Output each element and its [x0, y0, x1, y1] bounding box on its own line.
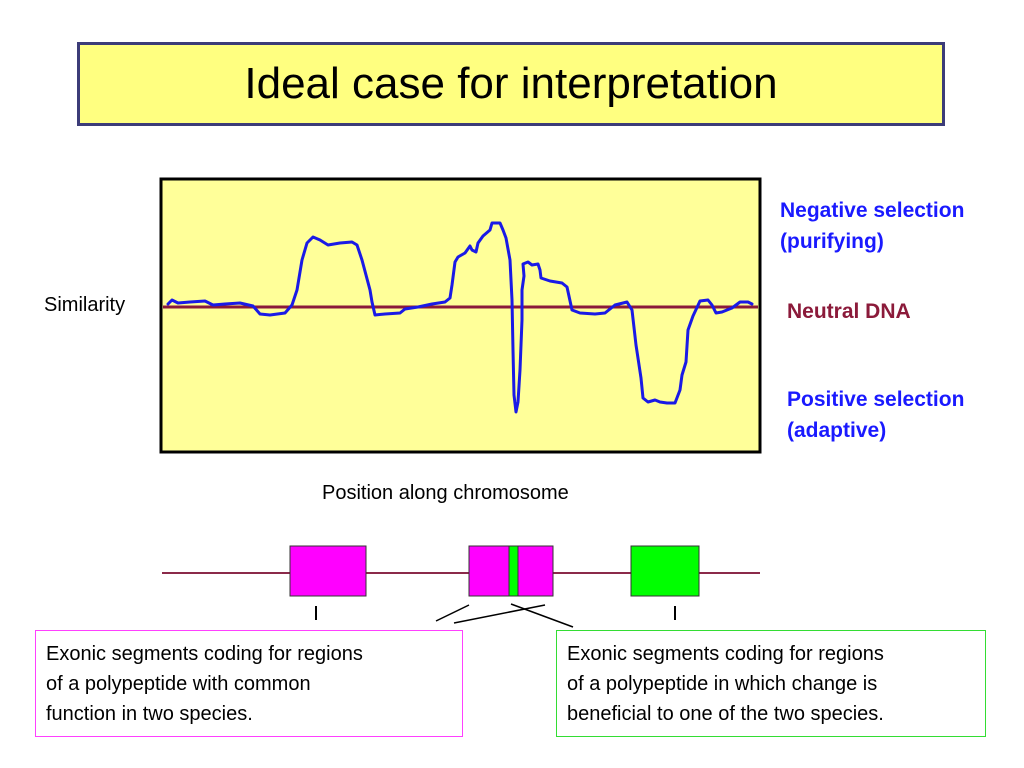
negative-selection-line-1: Negative selection [780, 199, 965, 222]
note-beneficial-line-2: of a polypeptide in which change is [567, 673, 878, 695]
negative-selection-label: Negative selection (purifying) [780, 195, 964, 257]
x-axis-label: Position along chromosome [322, 482, 569, 504]
connector-line [435, 604, 470, 622]
exon-conserved-1 [289, 545, 367, 597]
connector-line [453, 604, 546, 624]
positive-selection-line-2: (adaptive) [787, 419, 887, 442]
negative-selection-line-2: (purifying) [780, 230, 884, 253]
plot-area [159, 177, 762, 454]
title-box: Ideal case for interpretation [77, 42, 945, 126]
note-beneficial-change: Exonic segments coding for regions of a … [556, 630, 986, 737]
y-axis-label: Similarity [44, 294, 126, 316]
neutral-dna-label: Neutral DNA [787, 300, 911, 323]
exon-adaptive-2 [508, 545, 519, 597]
similarity-curve [166, 221, 754, 414]
note-beneficial-line-3: beneficial to one of the two species. [567, 703, 884, 725]
note-common-line-3: function in two species. [46, 703, 253, 725]
page-title: Ideal case for interpretation [244, 59, 778, 108]
note-common-line-2: of a polypeptide with common [46, 673, 311, 695]
note-beneficial-line-1: Exonic segments coding for regions [567, 643, 884, 665]
connector-line [510, 603, 574, 628]
note-common-function: Exonic segments coding for regions of a … [35, 630, 463, 737]
positive-selection-line-1: Positive selection [787, 388, 965, 411]
exon-conserved-2b [517, 545, 554, 597]
exon-adaptive-3 [630, 545, 700, 597]
note-common-line-1: Exonic segments coding for regions [46, 643, 363, 665]
positive-selection-label: Positive selection (adaptive) [787, 384, 964, 446]
exon-conserved-2a [468, 545, 510, 597]
